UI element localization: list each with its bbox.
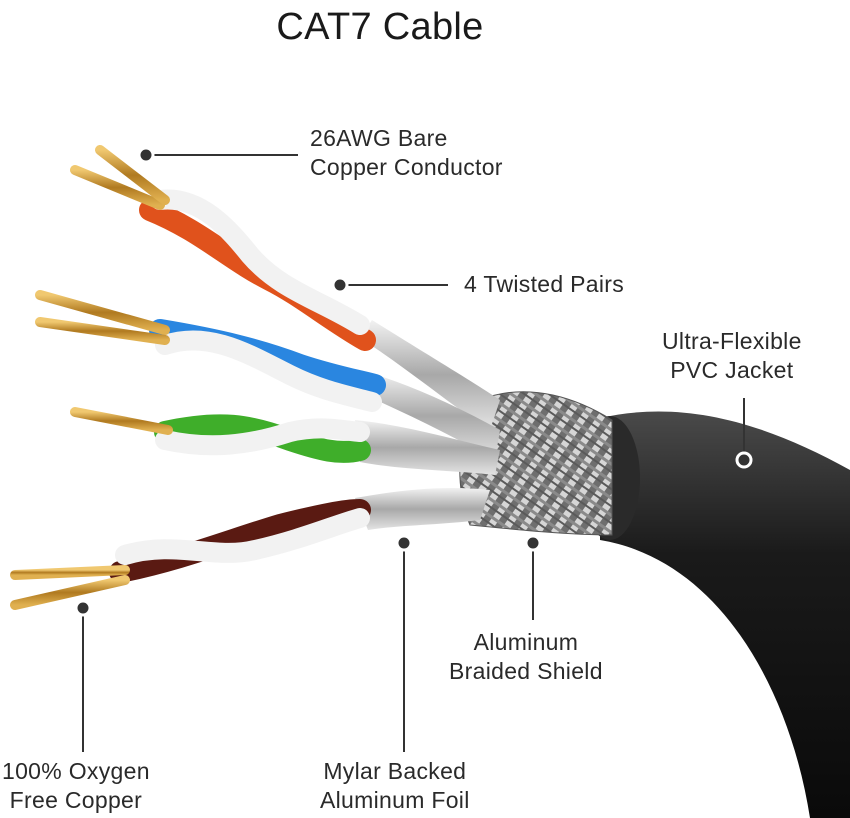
label-oxygen-free-copper: 100% Oxygen Free Copper (2, 758, 150, 813)
label-conductor: 26AWG Bare Copper Conductor (310, 125, 503, 180)
pair-green (60, 407, 371, 463)
foil-shield-1 (360, 320, 500, 430)
callout-copper (74, 599, 92, 752)
label-braided-shield: Aluminum Braided Shield (449, 629, 603, 684)
foil-shield-2 (368, 372, 500, 460)
pair-brown (10, 499, 371, 610)
callout-foil (395, 534, 413, 752)
label-aluminum-foil: Mylar Backed Aluminum Foil (320, 758, 470, 813)
callout-pairs (331, 276, 448, 294)
foil-shield-3 (355, 420, 500, 475)
pvc-jacket (600, 411, 850, 818)
callout-braid (524, 534, 542, 620)
label-jacket: Ultra-Flexible PVC Jacket (662, 328, 802, 383)
page-title: CAT7 Cable (276, 6, 484, 48)
label-twisted-pairs: 4 Twisted Pairs (464, 271, 625, 297)
callout-conductor (137, 146, 298, 164)
pair-blue (35, 290, 386, 412)
callout-jacket (735, 398, 753, 469)
pair-orange (70, 145, 376, 351)
foil-shield-4 (355, 487, 490, 530)
